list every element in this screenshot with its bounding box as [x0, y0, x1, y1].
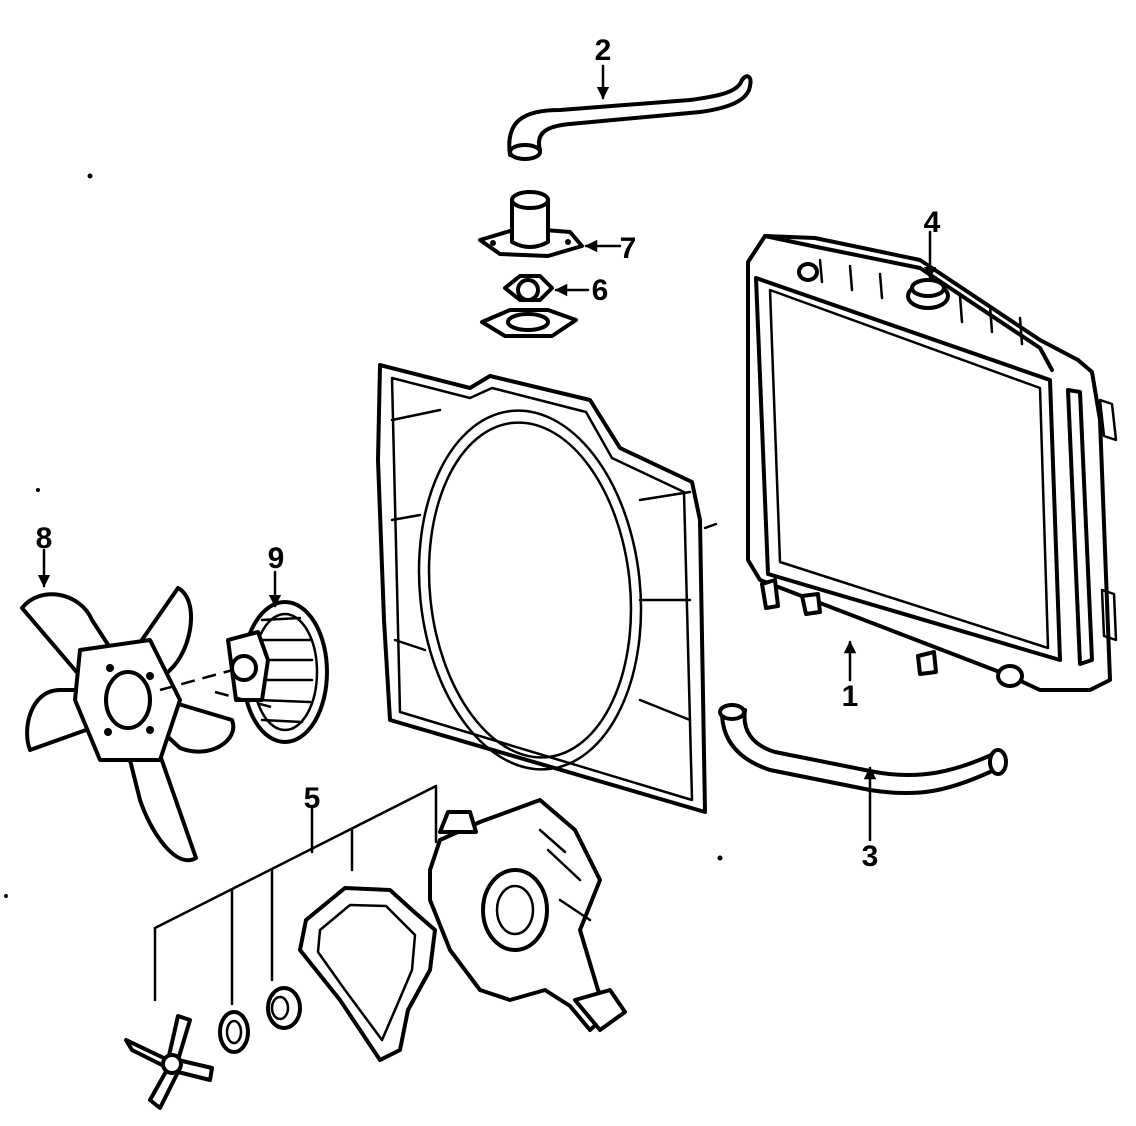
callout-leaders	[37, 64, 937, 854]
pump-gasket	[298, 886, 437, 1062]
radiator	[746, 234, 1118, 692]
callout-6: 6	[592, 274, 609, 307]
callout-4: 4	[924, 206, 941, 239]
upper-radiator-hose	[507, 74, 753, 161]
callout-3: 3	[862, 840, 879, 873]
seal	[218, 1010, 250, 1054]
water-pump-assembly	[124, 784, 627, 1110]
lower-radiator-hose	[718, 703, 1008, 796]
thermostat-housing	[478, 190, 584, 258]
fan-clutch	[214, 600, 329, 744]
callout-labels: 1 2 3 4 5 6 7 8 9	[36, 34, 941, 873]
bearing	[266, 986, 302, 1030]
callout-2: 2	[595, 34, 612, 67]
callout-9: 9	[268, 542, 285, 575]
fan-blade	[20, 586, 241, 863]
thermostat	[480, 274, 578, 338]
callout-7: 7	[620, 232, 637, 265]
water-pump	[428, 798, 627, 1032]
callout-1: 1	[842, 680, 859, 713]
impeller	[124, 1014, 214, 1110]
radiator-cap	[906, 278, 950, 310]
callout-5: 5	[304, 782, 321, 815]
fan-shroud	[376, 363, 718, 814]
callout-8: 8	[36, 522, 53, 555]
